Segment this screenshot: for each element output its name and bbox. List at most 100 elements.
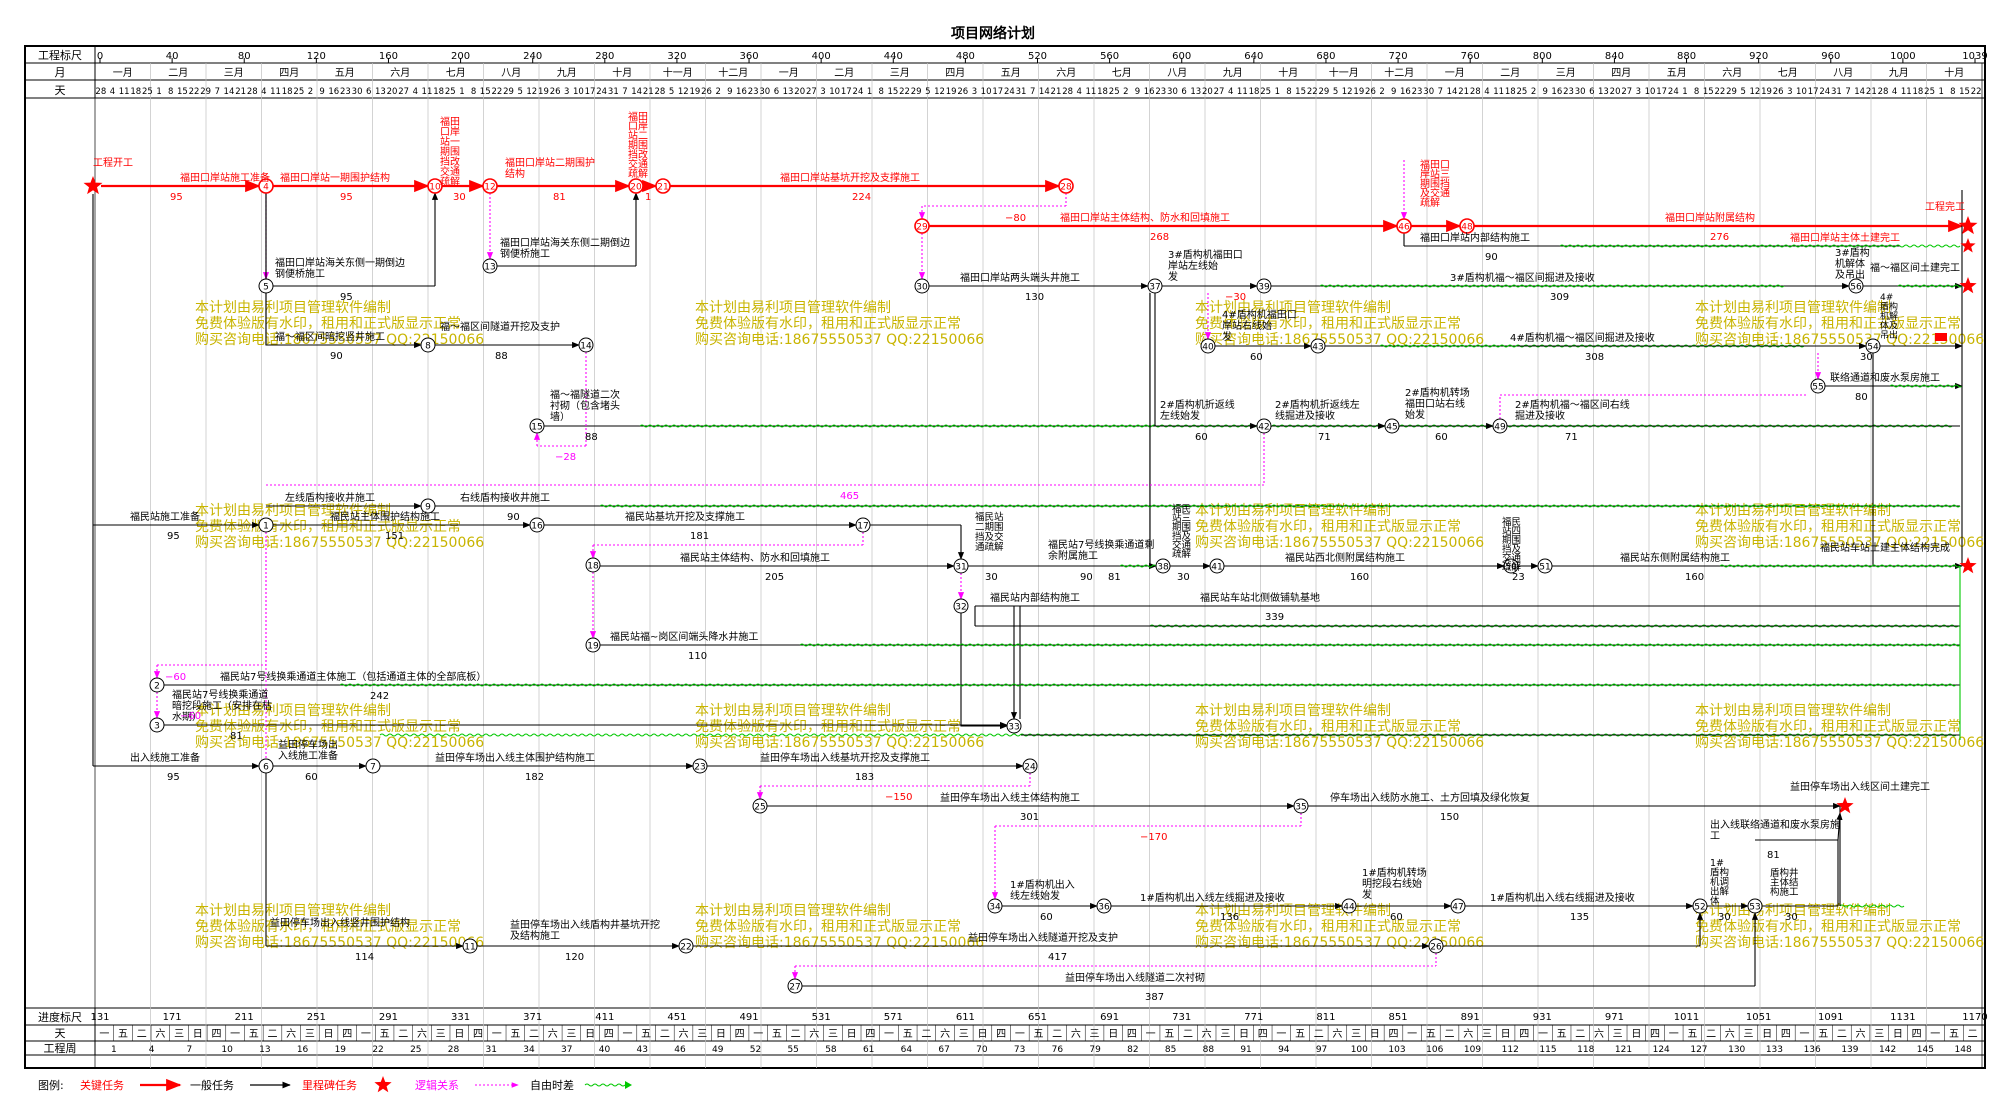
- free-float-t57: [1839, 904, 1905, 908]
- event-node-id: 53: [1749, 903, 1760, 913]
- weekday-cell: 二: [791, 1029, 801, 1040]
- duration-t15: 309: [1550, 292, 1569, 303]
- day-cell: 16: [736, 87, 747, 97]
- weekday-cell: 五: [1949, 1029, 1959, 1040]
- weekday-cell: 六: [809, 1028, 819, 1040]
- event-node: [1256, 278, 1272, 294]
- week-cell: 16: [297, 1045, 309, 1055]
- day-cell: 2: [715, 87, 720, 97]
- task-label-line: 口岸: [440, 126, 460, 138]
- day-cell: 19: [538, 87, 549, 97]
- month-cell: 二月: [834, 67, 854, 79]
- scale-row-label: 工程标尺: [38, 48, 82, 62]
- progress-tick: 1051: [1746, 1012, 1771, 1023]
- weekday-cell: 四: [473, 1029, 483, 1040]
- weekday-cell: 五: [1687, 1029, 1697, 1040]
- free-float-t35: [1119, 564, 1161, 568]
- task-label-t31: 福民站主体围护结构施工: [330, 510, 440, 523]
- task-label-line: 1#盾构机出入: [1010, 878, 1075, 891]
- duration-t49: 301: [1020, 812, 1039, 823]
- legend-logic-label: 逻辑关系: [415, 1078, 459, 1092]
- legend-normal-label: 一般任务: [190, 1079, 234, 1092]
- progress-tick: 611: [956, 1012, 975, 1023]
- duration-t41: 339: [1265, 612, 1284, 623]
- event-node-id: 14: [580, 342, 592, 352]
- task-label-t45: 出入线施工准备: [130, 751, 200, 764]
- day-cell: 8: [168, 87, 173, 97]
- task-label-line: 钢便桥施工: [275, 267, 325, 280]
- week-cell: 10: [221, 1045, 233, 1055]
- progress-tick: 331: [451, 1012, 470, 1023]
- event-node-id: 3: [154, 722, 160, 732]
- weekday-cell: 四: [996, 1029, 1006, 1040]
- scale-tick: 600: [1172, 51, 1191, 62]
- watermark-line: 本计划由易利项目管理软件编制: [195, 300, 391, 316]
- task-label-t40: 福民站东侧附属结构施工: [1620, 551, 1730, 564]
- task-label-line: 明挖段右线始: [1362, 877, 1422, 890]
- weekday-cell: 三: [697, 1029, 707, 1040]
- week-cell: 124: [1653, 1045, 1670, 1055]
- watermark-line: 购买咨询电话:18675550537 QQ:22150066: [1195, 332, 1484, 348]
- month-cell: 二月: [168, 67, 188, 79]
- week-cell: 115: [1539, 1045, 1556, 1055]
- weekday-cell: 五: [1818, 1029, 1828, 1040]
- day-cell: 14: [1447, 87, 1458, 97]
- task-label-t47: 益田停车场出入线主体围护结构施工: [435, 751, 595, 764]
- day-cell: 23: [1412, 87, 1423, 97]
- duration-t58: 114: [355, 952, 374, 963]
- scale-tick: 440: [884, 51, 903, 62]
- week-cell: 88: [1203, 1045, 1215, 1055]
- task-label-line: 福民站7号线换乘通道: [172, 688, 268, 701]
- week-cell: 139: [1841, 1045, 1858, 1055]
- event-node-id: 21: [657, 183, 668, 193]
- free-float-t16: [1897, 284, 1963, 288]
- progress-tick: 851: [1389, 1012, 1408, 1023]
- day-cell: 9: [1542, 87, 1547, 97]
- weekday-cell: 二: [529, 1029, 539, 1040]
- task-label-line: 期围挡: [1420, 177, 1450, 190]
- event-node-id: 41: [1211, 563, 1222, 573]
- event-node-id: 27: [789, 983, 800, 993]
- task-label-line: 挡及: [1502, 543, 1522, 555]
- event-node-id: 31: [955, 563, 966, 573]
- week-cell: 103: [1388, 1045, 1405, 1055]
- day-cell: 18: [282, 87, 293, 97]
- weekday-cell: 四: [211, 1029, 221, 1040]
- progress-tick: 931: [1533, 1012, 1552, 1023]
- task-label-line: 福田口站右线: [1405, 397, 1465, 410]
- float-t29: 465: [840, 491, 859, 502]
- day-cell: 6: [774, 87, 779, 97]
- day-cell: 4: [110, 87, 115, 97]
- task-label-line: 盾构: [1880, 301, 1898, 313]
- day-cell: 18: [1097, 87, 1108, 97]
- day-cell: 12: [526, 87, 537, 97]
- weekday-cell: 一: [1800, 1029, 1810, 1040]
- watermark-line: 购买咨询电话:18675550537 QQ:22150066: [1195, 735, 1484, 751]
- weekday-cell: 五: [380, 1029, 390, 1040]
- day-cell: 20: [387, 87, 398, 97]
- watermark-line: 购买咨询电话:18675550537 QQ:22150066: [195, 332, 484, 348]
- task-label-t30: 福民站施工准备: [130, 510, 200, 523]
- task-label-line: 福田口: [1420, 158, 1450, 171]
- day-cell: 30: [759, 87, 770, 97]
- duration-t33: 205: [765, 572, 784, 583]
- progress-tick: 411: [595, 1012, 614, 1023]
- day-cell: 4: [261, 87, 266, 97]
- event-node-id: 26: [1430, 943, 1442, 953]
- day-cell: 1: [1939, 87, 1944, 97]
- day-cell: 8: [1286, 87, 1291, 97]
- legend: 图例:关键任务一般任务里程碑任务逻辑关系自由时差: [38, 1078, 632, 1092]
- task-label-t9: 福田口岸站附属结构: [1665, 211, 1755, 224]
- day-cell: 11: [422, 87, 433, 97]
- duration-t35a: 90: [1080, 572, 1093, 583]
- week-cell: 7: [186, 1045, 192, 1055]
- task-label-line: 站二: [628, 129, 648, 142]
- task-label-line: 站一: [440, 135, 460, 148]
- month-cell: 三月: [890, 67, 910, 79]
- event-node-id: 12: [484, 183, 495, 193]
